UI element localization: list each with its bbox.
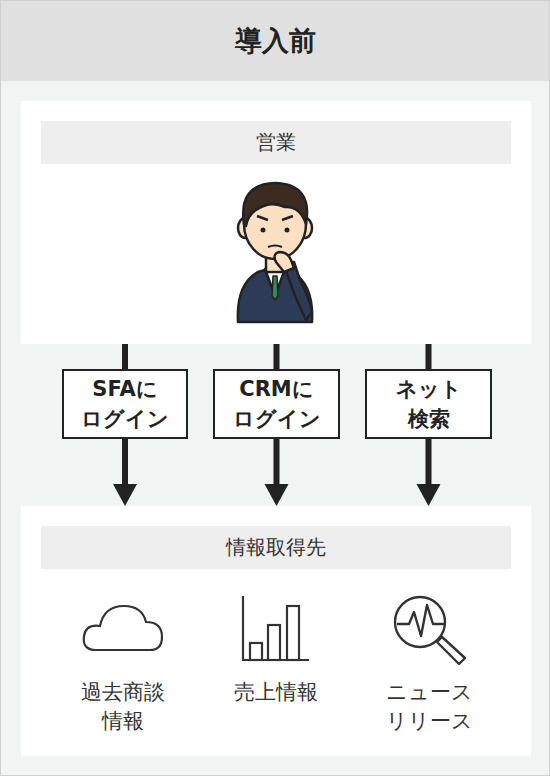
worried-salesperson-part [285,228,290,233]
action-text: SFAに ログイン [70,374,180,434]
cloud-icon [84,606,162,650]
worried-salesperson-part [272,276,278,300]
bar-chart-icon-part [250,643,262,660]
flow-connector [417,439,441,506]
flow-connector [276,344,277,369]
action-box: ネット 検索 [365,369,492,439]
worried-salesperson-part [298,218,312,238]
action-text: ネット 検索 [374,374,484,434]
worried-salesperson-part [243,183,307,226]
arrow-head [417,484,441,506]
flow-connector [113,439,137,506]
search-pulse-icon-part [397,605,444,636]
flow-connector [125,344,126,369]
worried-salesperson-part [257,216,268,220]
worried-salesperson-part [284,262,312,320]
connector-line [426,439,432,486]
flow-connector [265,439,289,506]
bar-chart-icon-part [268,625,280,660]
worried-salesperson-part [261,228,266,233]
worried-salesperson-part [282,216,293,220]
worried-salesperson-part [244,189,306,259]
connector-line [274,344,280,369]
worried-salesperson-part [268,246,282,248]
bar-chart-icon-part [243,596,309,660]
panel-heading: 営業 [41,121,511,164]
search-pulse-icon-part [437,637,465,664]
bar-chart-icon [243,596,309,660]
source-label: 売上情報 [211,678,341,707]
worried-salesperson-part [238,218,252,238]
panel-heading: 情報取得先 [41,526,511,569]
action-box: SFAに ログイン [62,369,188,439]
arrow-head [113,484,137,506]
worried-salesperson-part [275,252,294,272]
action-text: CRMに ログイン [222,374,332,434]
search-pulse-icon-part [395,597,445,647]
connector-line [274,439,280,486]
source-label: ニュース リリース [364,678,494,736]
source-label: 過去商談 情報 [58,678,188,736]
worried-salesperson-part [265,269,285,296]
cloud-icon-part [84,606,162,650]
connector-line [122,344,128,369]
worried-salesperson [238,183,312,322]
arrow-head [265,484,289,506]
bar-chart-icon-part [287,606,299,660]
action-box: CRMに ログイン [213,369,340,439]
title-band: 導入前 [1,1,549,81]
connector-line [122,439,128,486]
person-panel: 営業 [21,101,531,344]
flow-connector [428,344,429,369]
worried-salesperson-part [238,267,312,322]
search-pulse-icon [395,597,465,664]
worried-salesperson-part [266,252,284,272]
connector-line [426,344,432,369]
